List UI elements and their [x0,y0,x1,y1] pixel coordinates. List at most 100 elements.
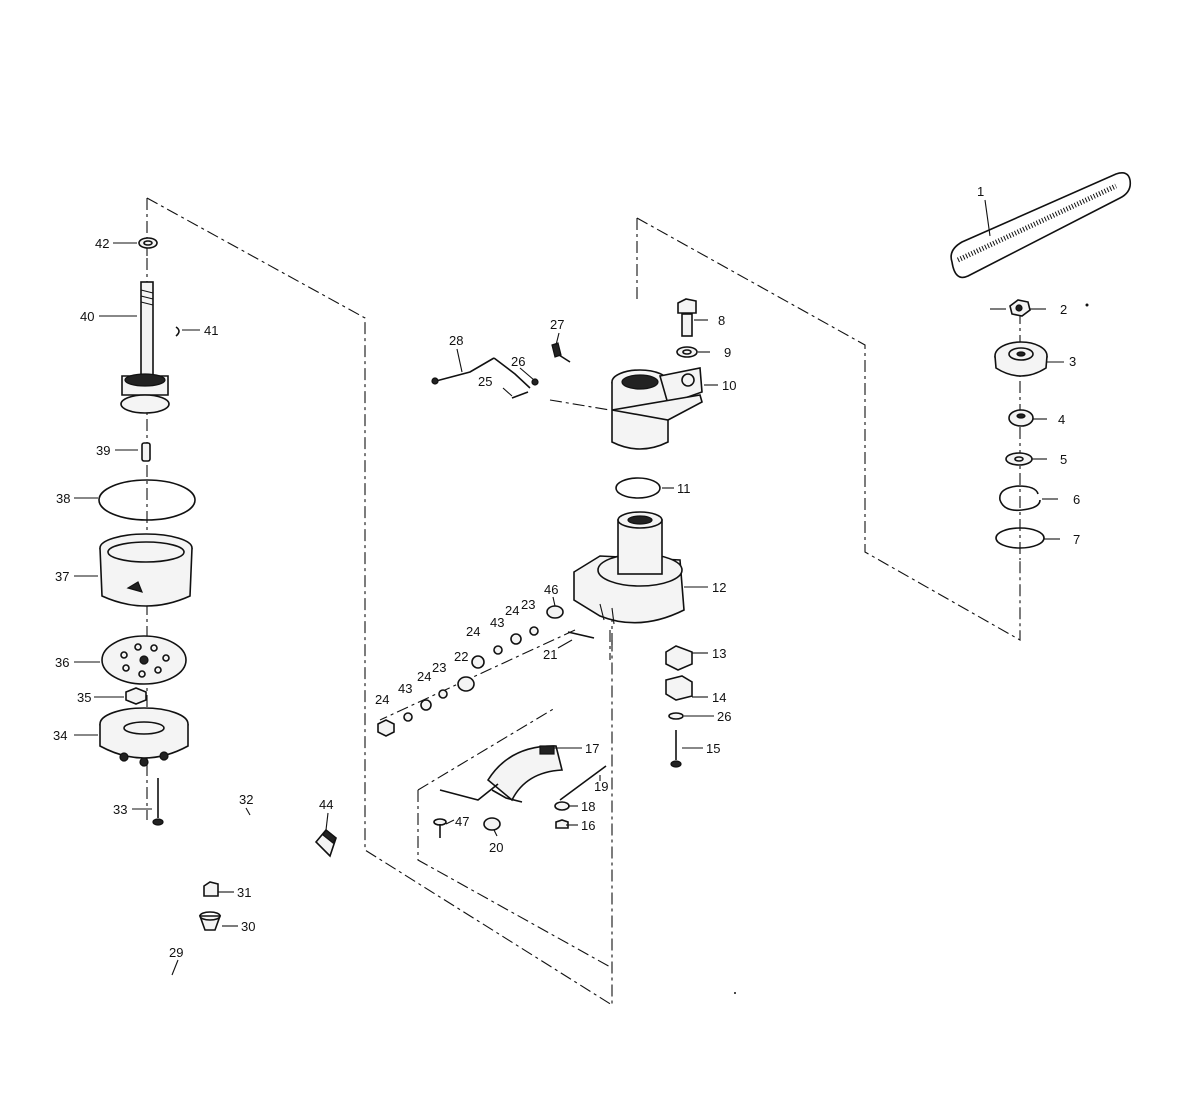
callout-28: 28 [449,333,463,348]
callout-44: 44 [319,797,333,812]
part-washer-26b [668,712,684,720]
part-pulley-3 [994,341,1048,377]
callout-30: 30 [241,919,255,934]
part-hose-32 [209,809,323,853]
part-base-plate-34 [99,707,189,767]
callout-7: 7 [1073,532,1080,547]
part-wire-26-25 [493,357,539,399]
callout-26b: 26 [717,709,731,724]
part-screw-21 [567,631,595,639]
callout-47: 47 [455,814,469,829]
callout-46: 46 [544,582,558,597]
callout-42: 42 [95,236,109,251]
callout-36: 36 [55,655,69,670]
leader-lines [74,199,1064,976]
part-stator-17 [439,745,564,803]
callout-5: 5 [1060,452,1067,467]
callout-6: 6 [1073,492,1080,507]
callout-23b: 23 [432,660,446,675]
callout-2: 2 [1060,302,1067,317]
callout-39: 39 [96,443,110,458]
callout-14: 14 [712,690,726,705]
part-washers-row-upper [457,626,539,692]
part-bracket-10 [611,367,703,450]
callout-43b: 43 [398,681,412,696]
part-ring-7 [995,527,1045,549]
part-elbow-44 [314,828,337,858]
part-screw-16 [555,819,569,829]
part-cap-20 [483,817,501,831]
callout-27: 27 [550,317,564,332]
callout-4: 4 [1058,412,1065,427]
part-screw-47 [433,818,447,838]
part-screw-15 [670,730,682,768]
callout-40: 40 [80,309,94,324]
callout-38: 38 [56,491,70,506]
part-hose-29 [131,947,211,1002]
part-block-13 [665,645,693,671]
part-key-41 [175,326,180,337]
part-screw-33 [152,778,164,826]
part-wire-28 [431,357,495,385]
callout-43a: 43 [490,615,504,630]
callout-11: 11 [677,481,691,496]
callout-13: 13 [712,646,726,661]
scan-speck [734,992,736,994]
part-belt-1 [950,172,1132,279]
part-nut-2 [1009,299,1031,317]
callout-22: 22 [454,649,468,664]
callout-24d: 24 [375,692,389,707]
callout-15: 15 [706,741,720,756]
part-screw-19 [559,765,607,801]
part-hose-left [102,855,208,910]
part-washer-18 [554,801,570,811]
part-oring-38 [98,479,196,521]
callout-24c: 24 [417,669,431,684]
callout-37: 37 [55,569,69,584]
part-plug-30 [198,911,222,931]
callout-33: 33 [113,802,127,817]
part-washer-9 [676,346,698,358]
callout-31: 31 [237,885,251,900]
callout-35: 35 [77,690,91,705]
part-pin-39 [141,442,151,462]
callout-24a: 24 [505,603,519,618]
callout-8: 8 [718,313,725,328]
callout-labels: 1 2 3 4 5 6 7 8 9 10 11 12 13 14 15 16 1… [53,184,1080,960]
callout-18: 18 [581,799,595,814]
callout-29: 29 [169,945,183,960]
callout-3: 3 [1069,354,1076,369]
callout-20: 20 [489,840,503,855]
part-bracket-14 [665,675,693,701]
callout-25: 25 [478,374,492,389]
callout-16: 16 [581,818,595,833]
part-clip-31 [203,881,219,897]
scan-speck [1085,303,1089,307]
part-washer-42 [138,237,158,249]
part-washers-row-lower [377,689,448,737]
part-bushing-4 [1008,409,1034,427]
part-oring-11 [615,477,661,499]
callout-17: 17 [585,741,599,756]
part-spacer-46 [546,605,564,619]
callout-10: 10 [722,378,736,393]
part-housing-12 [573,511,685,625]
callout-12: 12 [712,580,726,595]
part-shaft-40 [120,281,170,414]
callout-23a: 23 [521,597,535,612]
part-bolt-8 [677,298,697,337]
part-washer-5 [1005,452,1033,466]
part-screw-27 [551,342,571,363]
callout-26a: 26 [511,354,525,369]
callout-1: 1 [977,184,984,199]
callout-19: 19 [594,779,608,794]
callout-32: 32 [239,792,253,807]
callout-24b: 24 [466,624,480,639]
part-snap-ring-6 [999,485,1041,512]
callout-21: 21 [543,647,557,662]
callout-9: 9 [724,345,731,360]
callout-34: 34 [53,728,67,743]
part-rotor-plate-36 [101,635,187,685]
part-nut-35 [125,687,147,705]
